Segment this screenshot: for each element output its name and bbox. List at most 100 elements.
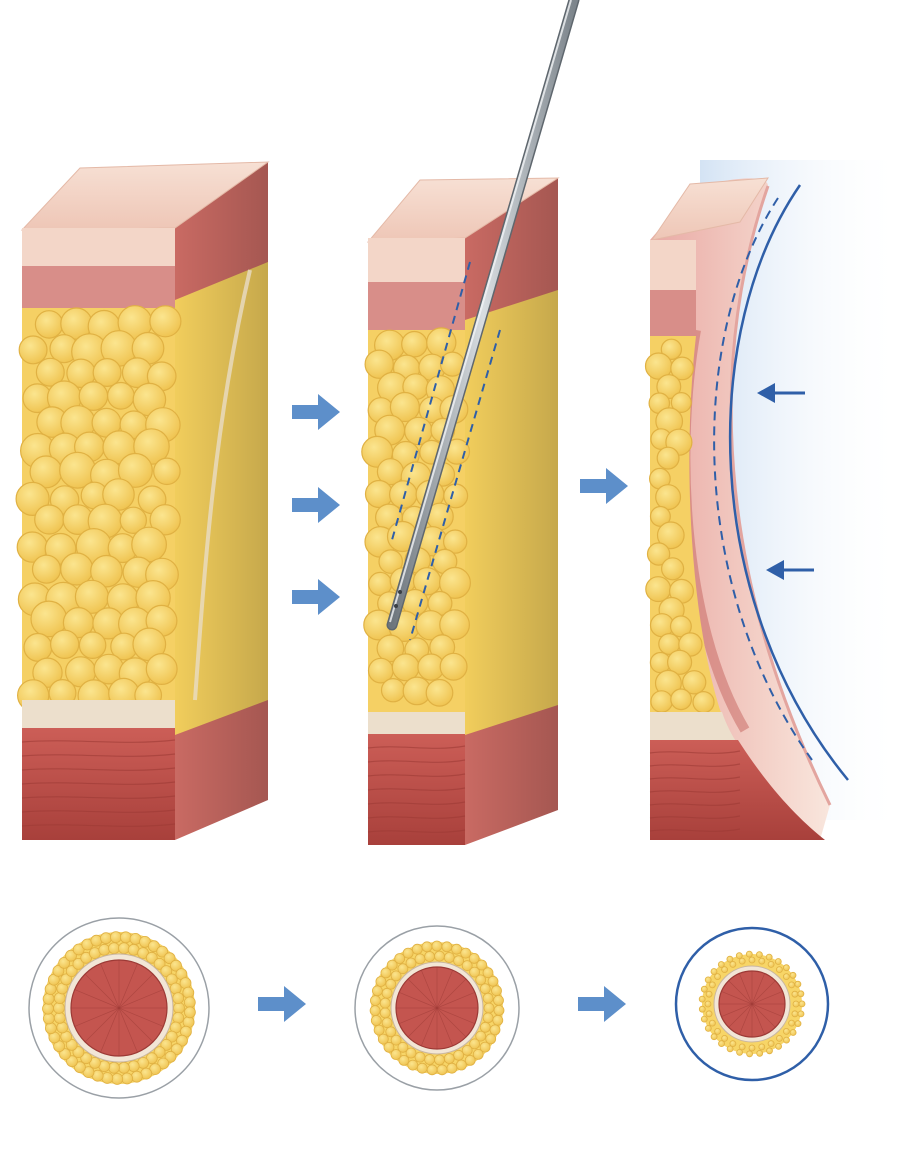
fat-lobule <box>650 690 673 713</box>
fat-lobule <box>443 1053 455 1064</box>
fat-lobule <box>59 1048 71 1060</box>
fat-lobule <box>469 1038 481 1050</box>
muscle-fiber <box>84 1007 120 1043</box>
block2-muscle-fibers <box>367 745 466 833</box>
fat-lobule <box>407 1059 419 1071</box>
fat-lobule <box>53 1012 66 1024</box>
fat-lobule <box>745 950 753 958</box>
right-arrow-icon <box>292 394 340 430</box>
fat-lobule <box>660 338 683 360</box>
fat-lobule <box>439 652 468 681</box>
fat-lobule <box>383 1041 395 1053</box>
fat-lobule <box>656 446 680 470</box>
fat-lobule <box>424 1054 436 1065</box>
fat-lobule <box>469 966 481 978</box>
fat-lobule <box>434 1054 445 1066</box>
muscle-fiber <box>21 753 176 757</box>
fat-lobule <box>441 941 453 953</box>
fat-lobule <box>165 1030 178 1043</box>
fat-lobule <box>375 976 387 987</box>
fat-lobule <box>90 934 103 947</box>
fat-lobule <box>60 973 73 986</box>
fat-lobule <box>416 1062 428 1074</box>
fat-lobule <box>121 1072 133 1085</box>
right-arrow-icon <box>580 468 628 504</box>
fat-lobule <box>145 951 158 964</box>
fat-lobule <box>704 1025 712 1032</box>
fat-lobule <box>479 1041 491 1053</box>
fat-lobule <box>453 1049 465 1061</box>
fat-lobule <box>402 947 414 959</box>
fat-lobule <box>172 992 185 1004</box>
fat-lobule <box>56 1021 69 1034</box>
muscle-fiber <box>21 795 176 799</box>
fat-lobule <box>153 1046 166 1058</box>
fat-lobule <box>49 629 80 660</box>
fat-lobule <box>475 1030 487 1042</box>
fat-lobule <box>748 1044 756 1052</box>
fat-lobule <box>42 1002 54 1015</box>
fat-lobule <box>792 1000 800 1008</box>
fat-lobule <box>776 966 783 973</box>
fat-lobule <box>92 358 122 388</box>
fat-lobule <box>183 1006 196 1019</box>
muscle-fiber <box>118 1007 138 1053</box>
fat-lobule <box>461 1045 473 1056</box>
muscle-fiber <box>420 1007 438 1047</box>
fat-lobule <box>370 1015 382 1026</box>
original-tissue-block <box>15 161 270 840</box>
fat-lobule <box>74 1061 86 1074</box>
fat-lobule <box>476 959 488 971</box>
fat-lobule <box>783 1028 790 1035</box>
fat-lobule <box>163 952 176 965</box>
fat-lobule <box>127 1060 140 1073</box>
fat-lobule <box>655 484 682 511</box>
fat-lobule <box>106 381 135 410</box>
fat-lobule <box>118 942 130 955</box>
fat-lobule <box>709 981 716 989</box>
fat-lobule <box>170 959 182 972</box>
process-arrows <box>258 394 628 1022</box>
fat-lobule <box>364 349 394 379</box>
muscle-fiber <box>436 978 467 1009</box>
fat-lobule <box>482 967 494 979</box>
fat-lobule <box>397 1041 409 1053</box>
fat-lobule <box>160 965 173 977</box>
fat-lobule <box>173 1002 185 1014</box>
fat-lobule <box>482 1012 494 1024</box>
fat-lobule <box>492 1014 504 1026</box>
fat-lobule <box>774 958 782 965</box>
fat-lobule <box>714 1028 721 1035</box>
fat-lobule <box>439 609 471 641</box>
fat-lobule <box>493 995 504 1006</box>
fat-lobule <box>110 931 122 943</box>
fat-lobule <box>472 1049 484 1060</box>
fat-lobule <box>32 657 63 688</box>
muscle-fiber <box>436 991 476 1009</box>
block1-septum <box>193 269 252 701</box>
fat-lobule <box>783 973 790 980</box>
muscle-fiber <box>649 750 741 754</box>
fat-lobule <box>434 950 445 962</box>
fat-lobule <box>170 1043 183 1056</box>
fat-lobule <box>42 1012 55 1025</box>
fat-lobule <box>65 1039 78 1051</box>
block3-epidermis <box>650 240 696 290</box>
fat-lobule <box>182 986 195 999</box>
fat-lobule <box>66 1055 78 1068</box>
fat-lobule <box>411 943 423 955</box>
fat-lobule <box>776 1035 783 1042</box>
fat-lobule <box>788 981 795 989</box>
cross-sections-row <box>28 917 830 1099</box>
muscle-fiber <box>751 1003 776 1028</box>
fat-lobule <box>669 615 692 638</box>
fat-lobule <box>721 966 728 973</box>
cannula-tunnel-line <box>391 261 471 541</box>
fat-lobule <box>746 1050 753 1058</box>
fat-lobule <box>380 678 406 703</box>
fat-lobule <box>424 951 436 962</box>
muscle-fiber <box>436 1007 467 1038</box>
fat-lobule <box>479 1021 491 1033</box>
muscle-fiber <box>739 1003 753 1035</box>
